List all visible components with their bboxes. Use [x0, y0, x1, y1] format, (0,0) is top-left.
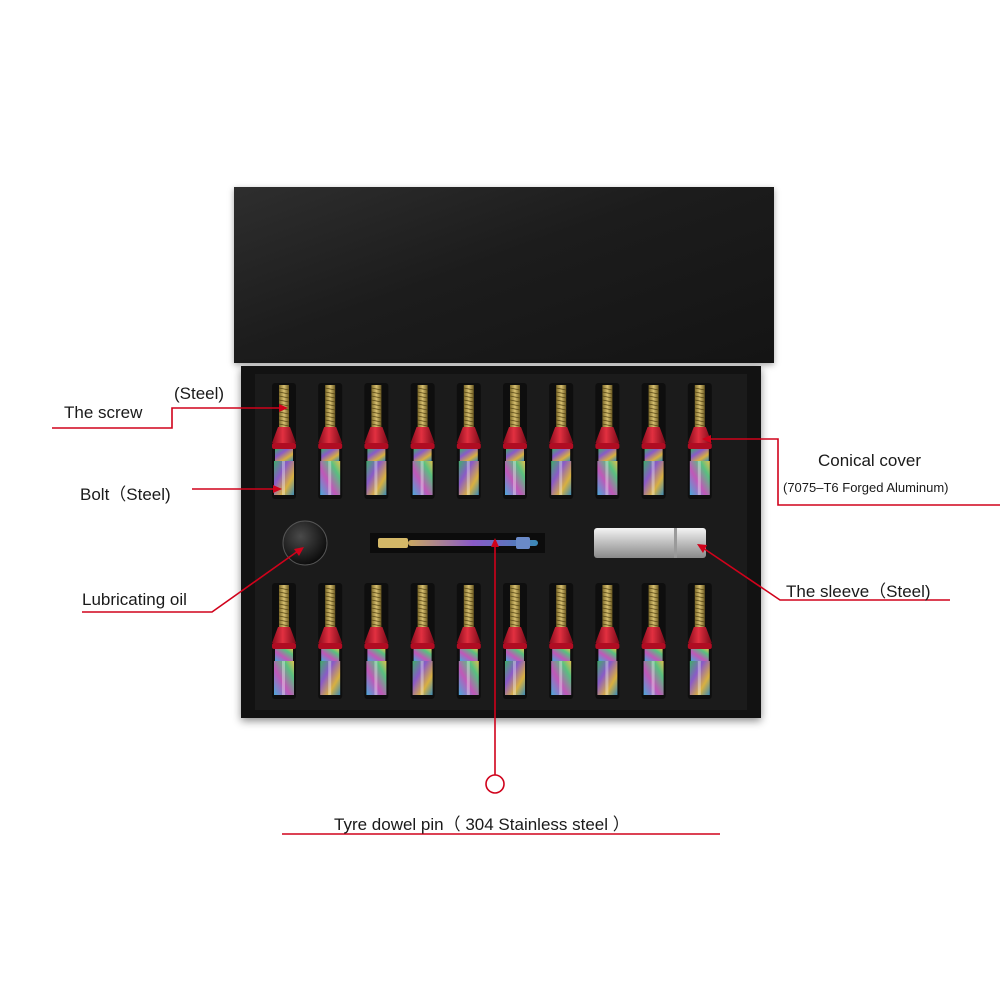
conical-cover-material-label: (7075–T6 Forged Aluminum) [783, 480, 949, 495]
conical-cover-arrowhead [702, 435, 711, 443]
screw-label: The screw [64, 403, 143, 422]
wheel-bolt [595, 583, 620, 699]
lubricating-oil-cap [282, 520, 328, 566]
wheel-bolt [641, 383, 666, 499]
screw-material-label: (Steel) [174, 384, 225, 403]
screw-arrowhead [279, 404, 288, 412]
bolt-label: Bolt（Steel) [80, 485, 171, 504]
wheel-bolt [549, 583, 574, 699]
wheel-bolt [456, 583, 481, 699]
callout-lines [52, 407, 1000, 835]
wheel-bolt [272, 383, 296, 499]
sleeve-callout-line [702, 547, 950, 601]
wheel-bolt [549, 383, 574, 499]
box-lid [234, 187, 774, 363]
tyre-dowel-pin [378, 537, 538, 549]
oil-arrowhead [294, 547, 304, 556]
wheel-bolt [641, 583, 666, 699]
lubricating-oil-callout-line [82, 550, 299, 613]
wheel-bolt [410, 583, 435, 699]
callout-arrowheads [273, 404, 711, 556]
wheel-bolt [595, 383, 620, 499]
wheel-bolt [687, 383, 712, 499]
sleeve-label: The sleeve（Steel) [786, 582, 931, 601]
sleeve-arrowhead [697, 544, 707, 553]
sleeve [594, 528, 706, 558]
wheel-bolt [503, 583, 527, 699]
pin-arrowhead [491, 538, 499, 547]
wheel-bolt [364, 583, 389, 699]
dowel-pin-marker-circle [485, 774, 505, 794]
wheel-bolt [687, 583, 712, 699]
wheel-bolt [456, 383, 481, 499]
wheel-bolt [272, 583, 296, 699]
bolt-set [272, 383, 712, 699]
wheel-bolt [318, 383, 343, 499]
wheel-bolt [503, 383, 527, 499]
dowel-pin-label: Tyre dowel pin（ 304 Stainless steel ） [334, 815, 630, 834]
wheel-bolt [410, 383, 435, 499]
bolt-arrowhead [273, 485, 282, 493]
wheel-bolt [318, 583, 343, 699]
lubricating-oil-label: Lubricating oil [82, 590, 187, 609]
screw-callout-line [52, 407, 282, 429]
conical-cover-label: Conical cover [818, 451, 921, 470]
wheel-bolt [364, 383, 389, 499]
conical-cover-callout-line [710, 438, 1000, 506]
